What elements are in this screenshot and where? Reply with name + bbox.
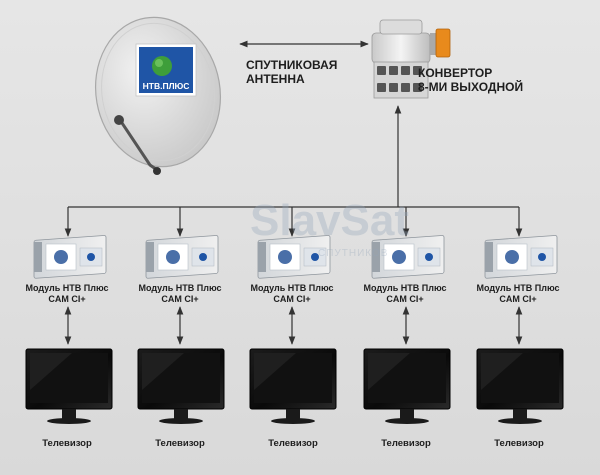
module-label-5-line2: CAM CI+ (499, 294, 537, 304)
module-label-3-line1: Модуль НТВ Плюс (250, 283, 334, 293)
tv-4 (363, 348, 451, 424)
tv-2 (137, 348, 225, 424)
module-label-4-line2: CAM CI+ (386, 294, 424, 304)
module-label-1: Модуль НТВ Плюс CAM CI+ (17, 283, 117, 305)
dish-logo-text: НТВ.ПЛЮС (143, 81, 190, 91)
tv-label-3: Телевизор (268, 438, 318, 449)
module-label-3: Модуль НТВ Плюс CAM CI+ (242, 283, 342, 305)
converter-label: КОНВЕРТОР 8-МИ ВЫХОДНОЙ (418, 66, 523, 94)
tv-3 (249, 348, 337, 424)
module-label-1-line1: Модуль НТВ Плюс (25, 283, 109, 293)
antenna-label-line1: СПУТНИКОВАЯ (246, 58, 338, 72)
tv-label-1: Телевизор (42, 438, 92, 449)
module-label-1-line2: CAM CI+ (48, 294, 86, 304)
module-label-4: Модуль НТВ Плюс CAM CI+ (355, 283, 455, 305)
module-label-5: Модуль НТВ Плюс CAM CI+ (468, 283, 568, 305)
antenna-label-line2: АНТЕННА (246, 72, 305, 86)
module-label-2-line2: CAM CI+ (161, 294, 199, 304)
satellite-dish: НТВ.ПЛЮС (94, 16, 222, 175)
cam-module-5 (484, 235, 558, 279)
tv-1 (25, 348, 113, 424)
lnb-converter (371, 19, 451, 99)
tv-label-4: Телевизор (381, 438, 431, 449)
module-label-4-line1: Модуль НТВ Плюс (363, 283, 447, 293)
tv-label-5: Телевизор (494, 438, 544, 449)
module-label-2: Модуль НТВ Плюс CAM CI+ (130, 283, 230, 305)
converter-label-line1: КОНВЕРТОР (418, 66, 493, 80)
cam-module-4 (371, 235, 445, 279)
lnb-output-ports (373, 61, 429, 99)
converter-label-line2: 8-МИ ВЫХОДНОЙ (418, 80, 524, 94)
module-label-2-line1: Модуль НТВ Плюс (138, 283, 222, 293)
ntv-plus-logo: НТВ.ПЛЮС (135, 43, 197, 97)
module-label-5-line1: Модуль НТВ Плюс (476, 283, 560, 293)
tv-5 (476, 348, 564, 424)
tv-label-2: Телевизор (155, 438, 205, 449)
cam-module-1 (33, 235, 107, 279)
antenna-label: СПУТНИКОВАЯ АНТЕННА (246, 58, 337, 86)
cam-module-3 (257, 235, 331, 279)
module-label-3-line2: CAM CI+ (273, 294, 311, 304)
cam-module-2 (145, 235, 219, 279)
